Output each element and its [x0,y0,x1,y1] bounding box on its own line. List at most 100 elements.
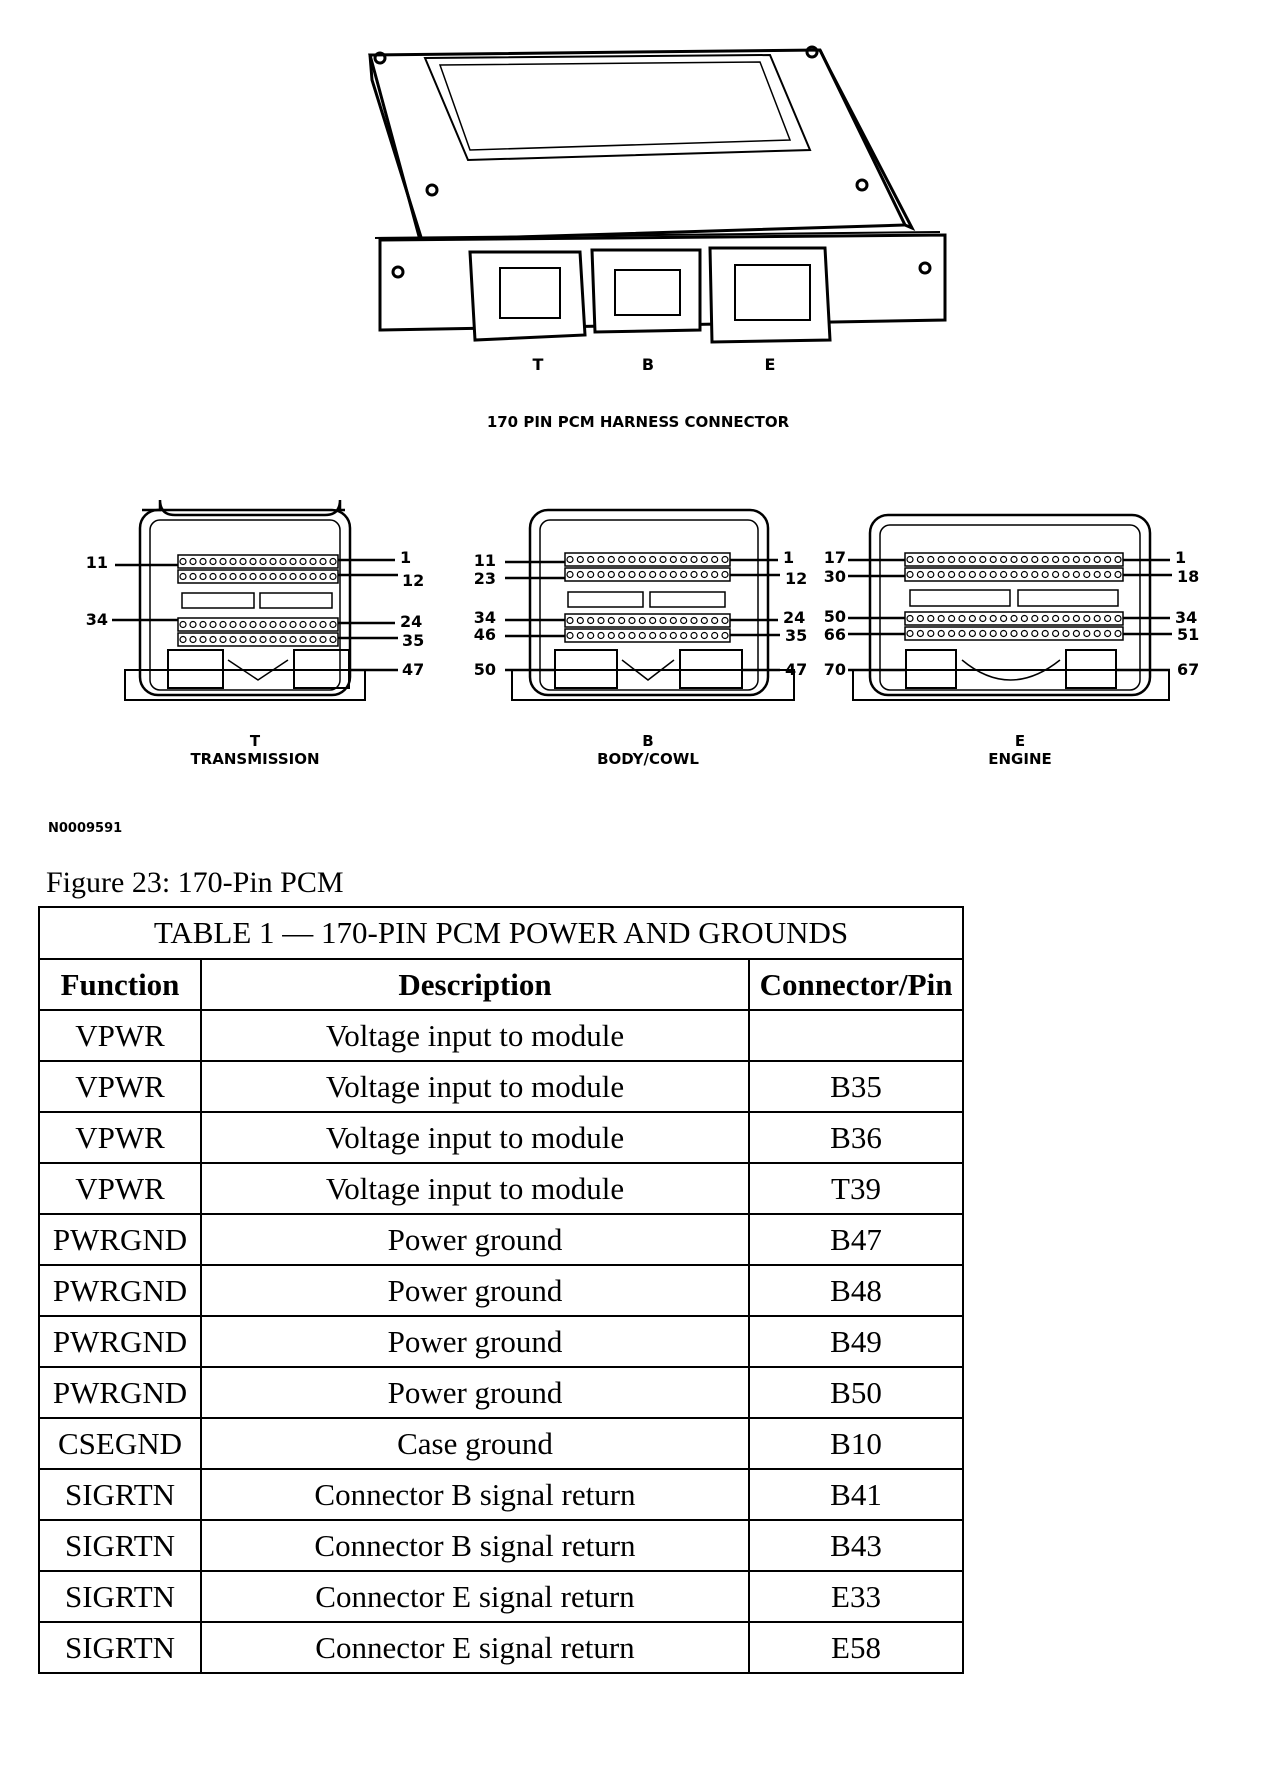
pin-hole [597,631,605,640]
pin-hole [1103,629,1112,638]
pin-label: 17 [824,548,846,567]
pin-hole [680,631,688,640]
pin-hole [700,570,708,579]
header-description: Description [200,958,750,1011]
pin-hole [690,555,698,564]
pin-hole [721,570,729,579]
pin-label: 1 [1175,548,1186,567]
pin-hole [269,620,277,629]
pin-hole [1103,555,1112,564]
pin-hole [1083,629,1091,638]
pin-hole [659,631,667,640]
pin-hole [319,572,327,581]
pin-hole [906,629,914,638]
cell-connector-pin: B49 [748,1315,964,1368]
pin-hole [259,635,267,644]
pin-label: 70 [824,660,846,679]
pin-hole [1062,570,1070,579]
pin-hole [209,635,217,644]
connector-letter-t: T [533,355,544,374]
pin-label: 35 [402,631,424,650]
pin-label: 47 [402,660,424,679]
connector-letter-t-face: T [250,732,261,750]
pin-hole [700,555,708,564]
pin-hole [927,629,935,638]
pin-hole [700,616,708,625]
pin-hole [1041,629,1049,638]
pin-hole [309,620,317,629]
pin-hole [319,635,327,644]
pin-hole [916,629,925,638]
pin-hole [711,616,719,625]
header-function: Function [38,958,202,1011]
pin-label: 46 [474,625,496,644]
pin-hole [329,557,337,566]
pin-hole [179,635,187,644]
pin-hole [1031,555,1039,564]
pin-hole [249,557,257,566]
pin-label: 51 [1177,625,1199,644]
pin-hole [1010,629,1018,638]
cell-description: Connector E signal return [200,1570,750,1623]
pin-hole [958,570,966,579]
pin-hole [618,555,626,564]
pin-label: 24 [400,612,422,631]
figure-caption: Figure 23: 170-Pin PCM [46,866,344,899]
pin-hole [958,614,966,623]
connector-letter-e: E [765,355,776,374]
pin-hole [219,557,227,566]
pin-hole [638,616,646,625]
pin-hole [690,631,698,640]
pin-hole [239,635,247,644]
pin-hole [1031,570,1039,579]
pin-hole [259,557,267,566]
pin-hole [906,614,914,623]
overview-caption: 170 PIN PCM HARNESS CONNECTOR [487,413,790,431]
cell-connector-pin: B10 [748,1417,964,1470]
pin-hole [1072,614,1081,623]
pin-hole [319,557,327,566]
pin-hole [309,572,317,581]
cell-connector-pin: B35 [748,1060,964,1113]
pin-hole [968,570,977,579]
pin-hole [1083,555,1091,564]
pin-label: 34 [86,610,108,629]
pin-hole [607,570,615,579]
pin-label: 12 [785,569,807,588]
pin-hole [1083,614,1091,623]
pin-hole [649,616,657,625]
pin-hole [189,572,197,581]
pin-hole [989,555,997,564]
cell-function: SIGRTN [38,1570,202,1623]
pin-hole [319,620,327,629]
pin-hole [289,572,297,581]
pin-hole [659,570,667,579]
table-title-row: TABLE 1 — 170-PIN PCM POWER AND GROUNDS [38,906,964,960]
cell-description: Power ground [200,1366,750,1419]
pcm-diagram: T B E 170 PIN PCM HARNESS CONNECTOR 11 3… [0,0,1264,870]
cell-function: SIGRTN [38,1468,202,1521]
pin-hole [721,555,729,564]
pin-hole [937,629,945,638]
cell-description: Connector B signal return [200,1519,750,1572]
pin-hole [576,570,584,579]
pin-hole [628,616,636,625]
pin-hole [587,570,595,579]
connector-face-e [848,513,1172,701]
cell-description: Power ground [200,1264,750,1317]
pin-hole [209,620,217,629]
pin-hole [1031,629,1039,638]
pin-hole [1020,614,1029,623]
pin-label: 66 [824,625,846,644]
pin-hole [628,631,636,640]
pin-hole [711,555,719,564]
pin-hole [659,616,667,625]
pin-hole [638,555,646,564]
connector-name-e: ENGINE [988,750,1052,768]
pin-hole [239,620,247,629]
pin-hole [219,635,227,644]
pin-label: 18 [1177,567,1199,586]
